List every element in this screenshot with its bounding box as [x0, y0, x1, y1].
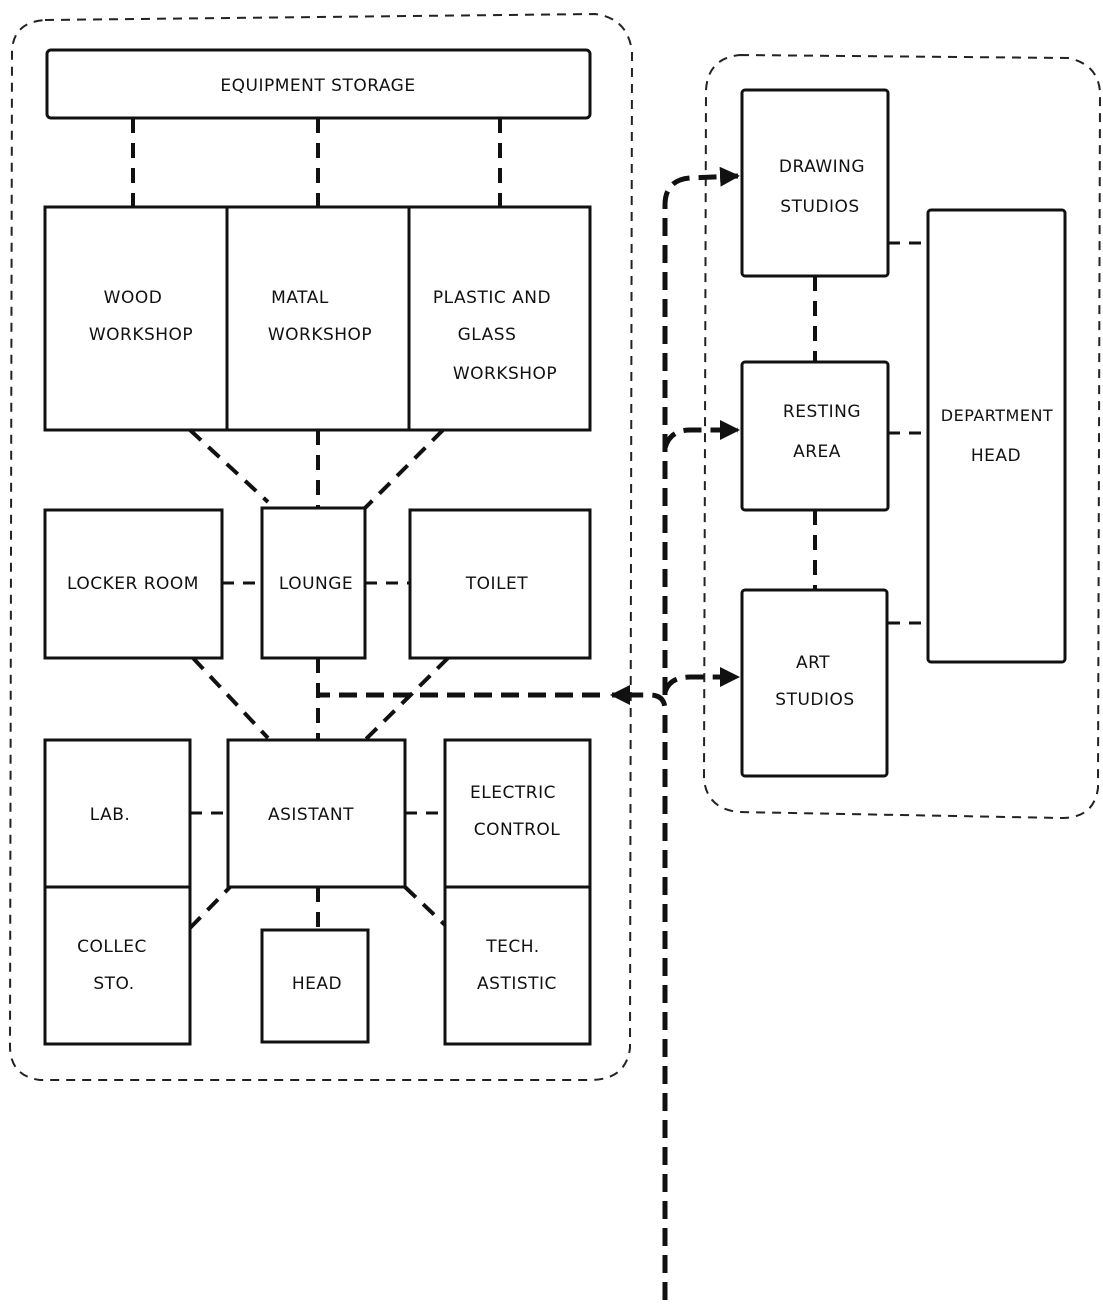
tech-label-2: ASTISTIC [477, 974, 557, 994]
drawing-label-1: DRAWING [779, 157, 865, 177]
main-circulation-spine [612, 695, 665, 1300]
resting-area-room: RESTING AREA [742, 362, 888, 510]
electric-label-2: CONTROL [474, 820, 561, 840]
department-label-2: HEAD [971, 446, 1021, 466]
spine-to-resting [665, 430, 738, 448]
wood-workshop-label-2: WORKSHOP [89, 325, 193, 345]
collection-storage-room: COLLEC STO. [45, 887, 190, 1044]
equipment-storage-room: EQUIPMENT STORAGE [47, 50, 590, 118]
art-studios-room: ART STUDIOS [742, 590, 887, 776]
tech-label-1: TECH. [485, 937, 539, 957]
link-assistant-collec [190, 885, 232, 928]
art-label-2: STUDIOS [775, 690, 854, 710]
link-plastic-lounge [365, 430, 443, 508]
plastic-workshop-label-3: WORKSHOP [453, 364, 557, 384]
resting-label-2: AREA [793, 442, 841, 462]
electric-control-room: ELECTRIC CONTROL [445, 740, 590, 887]
department-label-1: DEPARTMENT [941, 406, 1053, 425]
lounge-room: LOUNGE [262, 508, 365, 658]
wood-workshop-room: WOOD WORKSHOP [45, 207, 227, 430]
collec-label-2: STO. [93, 974, 134, 994]
link-toilet-assistant [365, 658, 448, 740]
spine-to-art [665, 677, 738, 692]
lab-room: LAB. [45, 740, 190, 887]
resting-label-1: RESTING [783, 402, 861, 422]
plastic-glass-workshop-room: PLASTIC AND GLASS WORKSHOP [409, 207, 590, 430]
metal-workshop-label-2: WORKSHOP [268, 325, 372, 345]
head-room: HEAD [262, 930, 368, 1042]
drawing-studios-room: DRAWING STUDIOS [742, 90, 888, 276]
assistant-label: ASISTANT [268, 805, 354, 825]
toilet-label: TOILET [465, 574, 528, 594]
lounge-label: LOUNGE [279, 574, 353, 594]
equipment-storage-label: EQUIPMENT STORAGE [220, 76, 415, 96]
art-label-1: ART [796, 653, 830, 673]
drawing-label-2: STUDIOS [780, 197, 859, 217]
metal-workshop-room: MATAL WORKSHOP [227, 207, 409, 430]
plastic-workshop-label-2: GLASS [458, 325, 517, 345]
locker-room: LOCKER ROOM [45, 510, 222, 658]
link-wood-lounge [190, 430, 268, 502]
collec-label-1: COLLEC [77, 937, 147, 957]
locker-room-label: LOCKER ROOM [67, 574, 199, 594]
tech-artistic-room: TECH. ASTISTIC [445, 887, 590, 1044]
lab-label: LAB. [90, 805, 131, 825]
link-assistant-tech [405, 887, 445, 925]
metal-workshop-label-1: MATAL [271, 288, 329, 308]
wood-workshop-label-1: WOOD [104, 288, 163, 308]
plastic-workshop-label-1: PLASTIC AND [433, 288, 551, 308]
head-label: HEAD [292, 974, 342, 994]
department-head-room: DEPARTMENT HEAD [928, 210, 1065, 662]
toilet-room: TOILET [410, 510, 590, 658]
link-locker-assistant [193, 658, 268, 738]
assistant-room: ASISTANT [228, 740, 405, 887]
electric-label-1: ELECTRIC [470, 783, 556, 803]
